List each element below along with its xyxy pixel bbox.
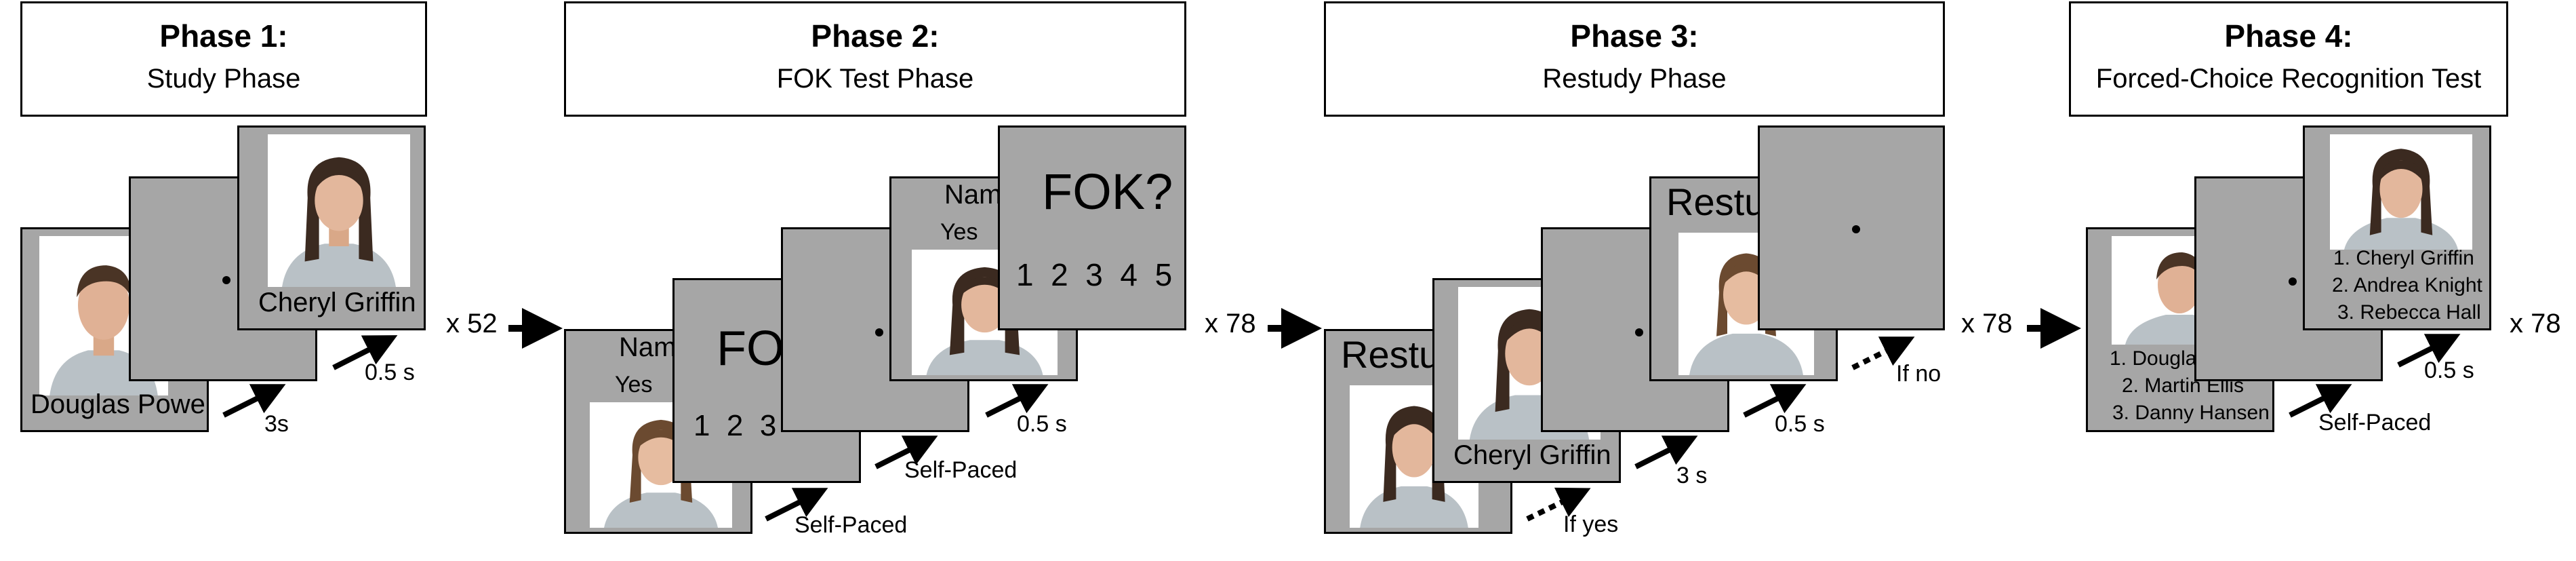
phase1-subtitle: Study Phase	[146, 64, 301, 94]
fixation-dot	[875, 328, 883, 336]
phase2-header: Phase 2: FOK Test Phase	[564, 1, 1186, 117]
p4-recognition-card-back: 1. Douglas 2. Martin Ellis 3. Danny Hans…	[2086, 227, 2274, 432]
fixation-dot	[1852, 225, 1860, 233]
p2-fok-card-front: FOK? 1 2 3 4 5	[998, 125, 1186, 330]
p3-repeat-count: x 78	[1961, 309, 2013, 338]
p3-restudy-label: Restu	[1666, 180, 1766, 223]
phase4-subtitle: Forced-Choice Recognition Test	[2095, 64, 2482, 94]
female-face-photo	[2330, 134, 2472, 250]
p2-yes-label: Yes	[615, 372, 653, 398]
p4-option-3-left: 3. Danny Hansen	[2112, 402, 2270, 424]
phase3-title: Phase 3:	[1570, 18, 1699, 54]
p4-option-1-left: 1. Douglas	[2110, 347, 2207, 370]
p4-timing-self-paced: Self-Paced	[2318, 410, 2432, 436]
fixation-dot	[1635, 328, 1643, 336]
p3-timing-3s: 3 s	[1676, 463, 1708, 488]
p3-if-no-label: If no	[1896, 361, 1941, 387]
fixation-dot	[222, 276, 230, 284]
p4-timing-05s: 0.5 s	[2424, 357, 2474, 383]
p4-option-3-right: 3. Rebecca Hall	[2337, 301, 2481, 324]
p2-fok-scale: 1 2 3 4 5	[1016, 257, 1173, 292]
p2-fok-scale-partial: 1 2 3	[693, 409, 777, 442]
p1-timing-05s: 0.5 s	[365, 360, 415, 385]
p4-option-1-right: 1. Cheryl Griffin	[2333, 247, 2474, 269]
p2-name-prompt-text: Nam	[944, 180, 1002, 210]
p1-name-label-male: Douglas Powell	[31, 389, 209, 419]
p3-fixation-card-front	[1758, 125, 1945, 330]
phase3-subtitle: Restudy Phase	[1542, 64, 1727, 94]
p1-name-label-female: Cheryl Griffin	[258, 288, 416, 317]
p2-yes-label: Yes	[940, 219, 978, 245]
p2-repeat-count: x 78	[1205, 309, 1256, 338]
p4-recognition-card-front: 1. Cheryl Griffin 2. Andrea Knight 3. Re…	[2303, 125, 2491, 330]
p1-repeat-count: x 52	[446, 309, 498, 338]
phase2-subtitle: FOK Test Phase	[776, 64, 974, 94]
p3-timing-05s: 0.5 s	[1775, 411, 1825, 437]
p3-name-label: Cheryl Griffin	[1453, 440, 1611, 470]
p4-option-2-right: 2. Andrea Knight	[2332, 274, 2482, 296]
p3-if-yes-label: If yes	[1563, 511, 1619, 537]
phase4-header: Phase 4: Forced-Choice Recognition Test	[2069, 1, 2508, 117]
female-face-photo	[268, 134, 410, 287]
phase1-header: Phase 1: Study Phase	[20, 1, 427, 117]
p2-timing-self-paced-a: Self-Paced	[794, 512, 908, 538]
p2-fok-question: FOK?	[1042, 163, 1173, 220]
p1-timing-3s: 3s	[264, 411, 289, 437]
p3-arrow-if-no	[1851, 336, 1915, 370]
p2-timing-05s: 0.5 s	[1017, 411, 1067, 437]
p1-study-card-female: Cheryl Griffin	[237, 125, 426, 330]
phase3-header: Phase 3: Restudy Phase	[1324, 1, 1945, 117]
p4-repeat-count: x 78	[2510, 309, 2561, 338]
fixation-dot	[2289, 277, 2297, 286]
phase4-title: Phase 4:	[2224, 18, 2353, 54]
phase1-title: Phase 1:	[159, 18, 288, 54]
p2-name-prompt-text: Nam	[619, 332, 677, 362]
phase2-title: Phase 2:	[811, 18, 940, 54]
p2-timing-self-paced-b: Self-Paced	[904, 457, 1018, 483]
p3-restudy-label: Restu	[1341, 333, 1441, 376]
